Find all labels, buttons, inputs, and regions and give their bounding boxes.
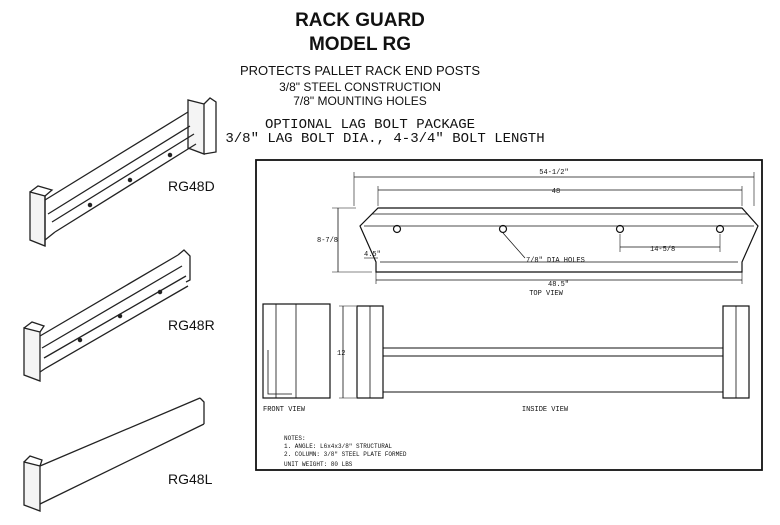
label-front-view: FRONT VIEW	[263, 406, 306, 414]
inside-view	[339, 305, 750, 399]
title-model: MODEL RG	[308, 34, 412, 55]
front-view	[262, 303, 331, 399]
rg48l-sketch	[23, 397, 205, 512]
dim-overall-length: 54-1/2"	[539, 169, 568, 177]
optional-package-title: OPTIONAL LAG BOLT PACKAGE	[264, 117, 476, 133]
drawing-frame	[255, 159, 763, 471]
optional-package-spec: 3/8" LAG BOLT DIA., 4-3/4" BOLT LENGTH	[225, 131, 545, 147]
subtitle-protects: PROTECTS PALLET RACK END POSTS	[239, 63, 481, 78]
model-label-rg48l: RG48L	[168, 471, 213, 487]
model-label-rg48r: RG48R	[168, 317, 215, 333]
rg48d-sketch	[29, 97, 217, 247]
top-view	[332, 172, 759, 284]
dim-angle-inset: 4.5"	[364, 251, 381, 259]
note-column: 2. COLUMN: 3/8" STEEL PLATE FORMED	[284, 451, 407, 458]
dim-bottom-length: 48.5"	[548, 281, 569, 289]
model-label-rg48d: RG48D	[168, 178, 215, 194]
label-inside-view: INSIDE VIEW	[522, 406, 569, 414]
subtitle-holes: 7/8" MOUNTING HOLES	[293, 94, 427, 108]
note-unit-weight: UNIT WEIGHT: 80 LBS	[284, 461, 353, 468]
note-angle: 1. ANGLE: L6x4x3/8" STRUCTURAL	[284, 443, 392, 450]
dim-inner-length: 48	[552, 188, 560, 196]
notes-heading: NOTES:	[284, 435, 306, 442]
dim-hole-spacing: 14-5/8	[650, 246, 675, 254]
subtitle-steel: 3/8" STEEL CONSTRUCTION	[279, 80, 441, 94]
rg48r-sketch	[23, 249, 191, 382]
dim-height: 12	[337, 350, 345, 358]
title-rack-guard: RACK GUARD	[295, 10, 425, 31]
dim-depth: 8-7/8	[317, 237, 338, 245]
label-top-view: TOP VIEW	[529, 290, 563, 298]
dim-hole-note: 7/8" DIA HOLES	[526, 257, 585, 265]
